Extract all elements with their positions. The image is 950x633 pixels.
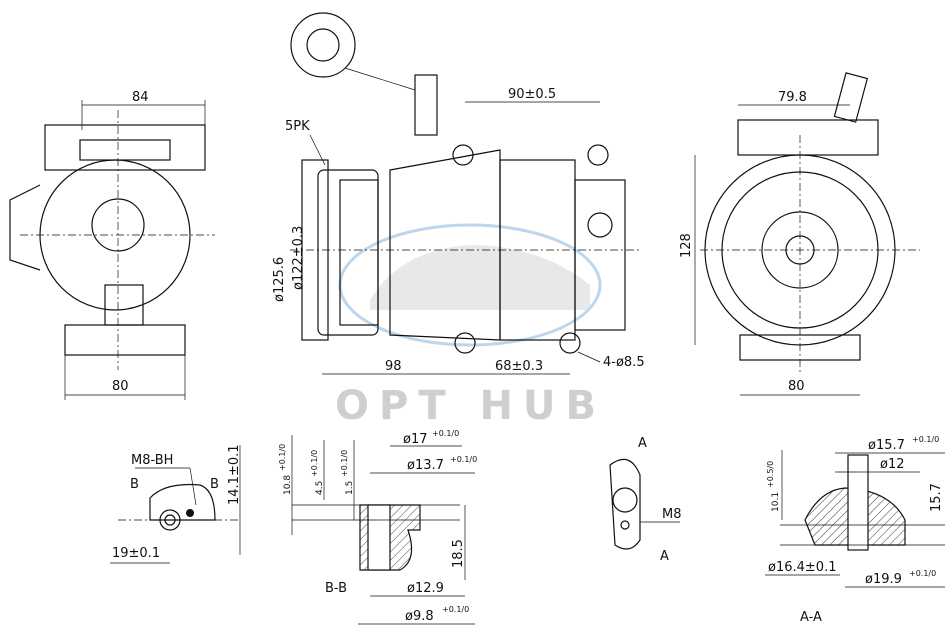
dia-9-8-tolerance: +0.1/0 [442, 605, 469, 614]
dia-12: ø12 [880, 457, 905, 472]
section-bb-label: B-B [325, 581, 347, 596]
dia-13-7-tolerance: +0.1/0 [450, 455, 477, 464]
dim-1-5: 1.5 [345, 481, 355, 495]
drawing-line [559, 332, 581, 354]
height-10-1-tolerance: +0.5/0 [766, 461, 775, 488]
dia-17: ø17 [403, 432, 428, 447]
watermark-text: OPT HUB [335, 383, 606, 429]
drawing-line [159, 509, 181, 531]
dim-10-8: 10.8 [283, 475, 293, 495]
drawing-line [306, 28, 340, 62]
top-dim: 90±0.5 [508, 87, 556, 102]
drawing-line [186, 509, 194, 517]
section-aa: 10.1 +0.5/0 ø15.7 +0.1/0 ø12 15.7 ø16.4±… [765, 435, 945, 625]
mount-holes: 4-ø8.5 [603, 355, 645, 370]
dim-4-5-tolerance: +0.1/0 [310, 450, 319, 477]
drawing-line [609, 458, 641, 550]
drawing-line [344, 67, 416, 91]
drawing-line [64, 324, 186, 356]
rear-view: 79.8 128 80 [679, 72, 920, 396]
drawing-line [577, 351, 601, 363]
drawing-line [452, 144, 474, 166]
dia-15-7: ø15.7 [868, 438, 905, 453]
drawing-line [367, 504, 391, 571]
drawing-line [309, 134, 326, 166]
drawing-line [574, 179, 626, 331]
section-bb: 10.8 +0.1/0 4.5 +0.1/0 1.5 +0.1/0 ø17 +0… [278, 429, 477, 625]
rear-width-top: 79.8 [778, 90, 807, 105]
drawing-line [44, 124, 206, 171]
drawing-line [833, 72, 869, 123]
section-mark-a-top: A [638, 436, 647, 451]
drawing-line [454, 332, 476, 354]
offset-b: 19±0.1 [112, 546, 160, 561]
drawing-line [317, 169, 379, 336]
side-view: 5PK ø125.6 ø122±0.3 90±0.5 98 68±0.3 4-ø… [272, 12, 645, 375]
depth-18-5: 18.5 [451, 539, 466, 568]
drawing-line [104, 284, 144, 326]
watermark: OPT HUB [335, 223, 606, 429]
dia-17-tolerance: +0.1/0 [432, 429, 459, 438]
detail-b: M8-BH B B 14.1±0.1 19±0.1 [110, 444, 242, 564]
dia-outer: ø125.6 [272, 257, 287, 302]
section-mark-b-right: B [210, 477, 219, 492]
length-dim: 98 [385, 359, 402, 374]
dim-1-5-tolerance: +0.1/0 [340, 450, 349, 477]
dia-16-4: ø16.4±0.1 [768, 560, 836, 575]
section-mark-b-left: B [130, 477, 139, 492]
drawing-line [290, 12, 356, 78]
detail-a: A A M8 [609, 436, 682, 564]
height-b: 14.1±0.1 [227, 444, 242, 505]
dia-12-9: ø12.9 [407, 581, 444, 596]
thread-label-b: M8-BH [131, 453, 173, 468]
drawing-line [612, 487, 638, 513]
front-width-top: 84 [132, 90, 149, 105]
dia-13-7: ø13.7 [407, 458, 444, 473]
drawing-line [587, 212, 613, 238]
dim-10-8-tolerance: +0.1/0 [278, 444, 287, 471]
drawing-line [414, 74, 438, 136]
drawing-line [189, 467, 197, 506]
drawing-line [164, 514, 176, 526]
dia-9-8: ø9.8 [405, 609, 434, 624]
dim-4-5: 4.5 [315, 481, 325, 495]
dia-inner: ø122±0.3 [291, 226, 306, 290]
rear-height: 128 [679, 233, 694, 258]
mount-spacing: 68±0.3 [495, 359, 543, 374]
thread-label-a: M8 [662, 507, 682, 522]
front-width-bottom: 80 [112, 379, 129, 394]
dia-15-7-tolerance: +0.1/0 [912, 435, 939, 444]
rear-width-bottom: 80 [788, 379, 805, 394]
drawing-line [79, 139, 171, 161]
depth-15-7: 15.7 [929, 483, 944, 512]
dia-19-9-tolerance: +0.1/0 [909, 569, 936, 578]
drawing-line [847, 454, 869, 551]
drawing-line [339, 179, 379, 326]
dia-19-9: ø19.9 [865, 572, 902, 587]
drawing-line [620, 520, 630, 530]
section-mark-a-bottom: A [660, 549, 669, 564]
drawing-line [149, 483, 216, 521]
drawing-line [389, 149, 501, 341]
pulley-label: 5PK [285, 119, 310, 134]
drawing-line [9, 184, 41, 271]
front-view: 84 80 [9, 90, 215, 400]
drawing-line [587, 144, 609, 166]
drawing-line [737, 119, 879, 156]
drawing-line [370, 245, 590, 310]
height-10-1: 10.1 [771, 492, 781, 512]
section-aa-label: A-A [800, 610, 822, 625]
